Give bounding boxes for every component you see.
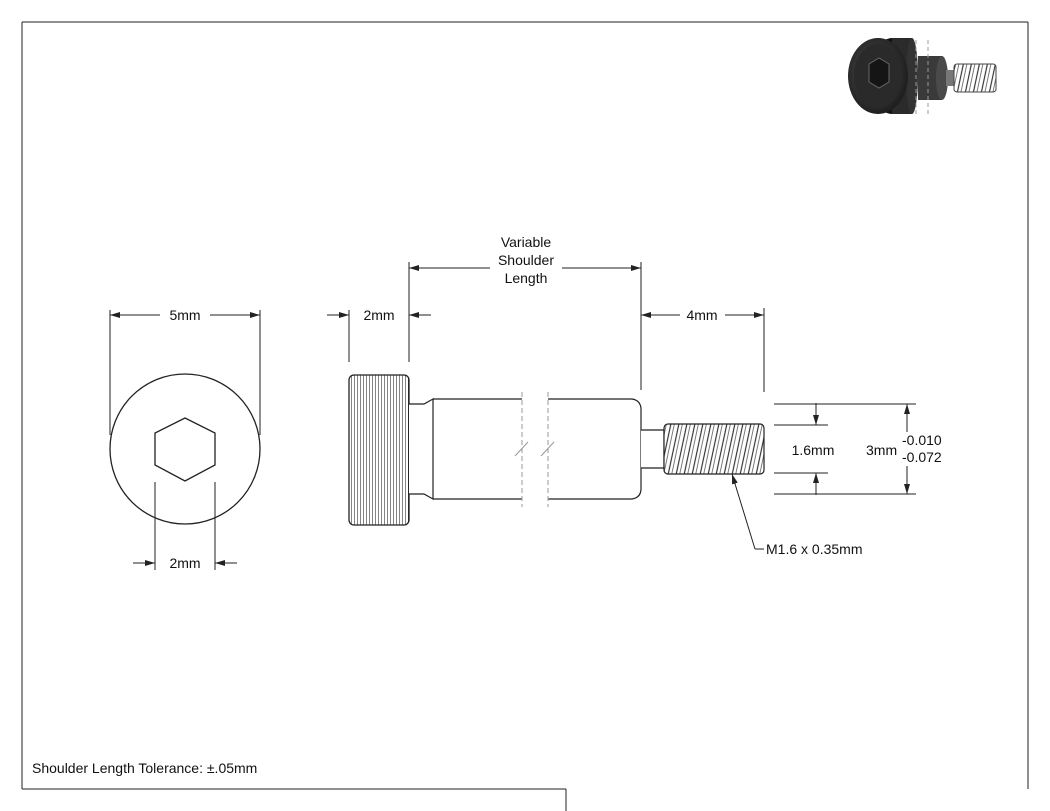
thread-diameter-label: 1.6mm	[792, 442, 835, 458]
thread-callout: M1.6 x 0.35mm	[766, 541, 862, 557]
shoulder-length-label-3: Length	[505, 270, 548, 286]
thread	[663, 423, 765, 475]
tolerance-upper: -0.010	[902, 432, 942, 448]
shoulder-length-label-1: Variable	[501, 234, 552, 250]
head-diameter-label: 5mm	[169, 307, 200, 323]
shoulder-length-label-2: Shoulder	[498, 252, 554, 268]
head-length-label: 2mm	[363, 307, 394, 323]
hex-socket	[154, 417, 216, 482]
thread-length-label: 4mm	[686, 307, 717, 323]
shoulder-diameter-label: 3mm	[866, 442, 897, 458]
sheet-border	[21, 21, 1029, 811]
tolerance-lower: -0.072	[902, 449, 942, 465]
shoulder	[433, 398, 642, 500]
isometric-thumbnail	[838, 33, 1008, 123]
shoulder-tolerance-note: Shoulder Length Tolerance: ±.05mm	[32, 760, 258, 776]
hex-size-label: 2mm	[169, 555, 200, 571]
side-view: 2mm Variable Shoulder Length 4mm 1.6mm 3…	[327, 234, 942, 557]
knurled-head	[348, 374, 410, 526]
front-view: 5mm 2mm	[109, 307, 261, 571]
